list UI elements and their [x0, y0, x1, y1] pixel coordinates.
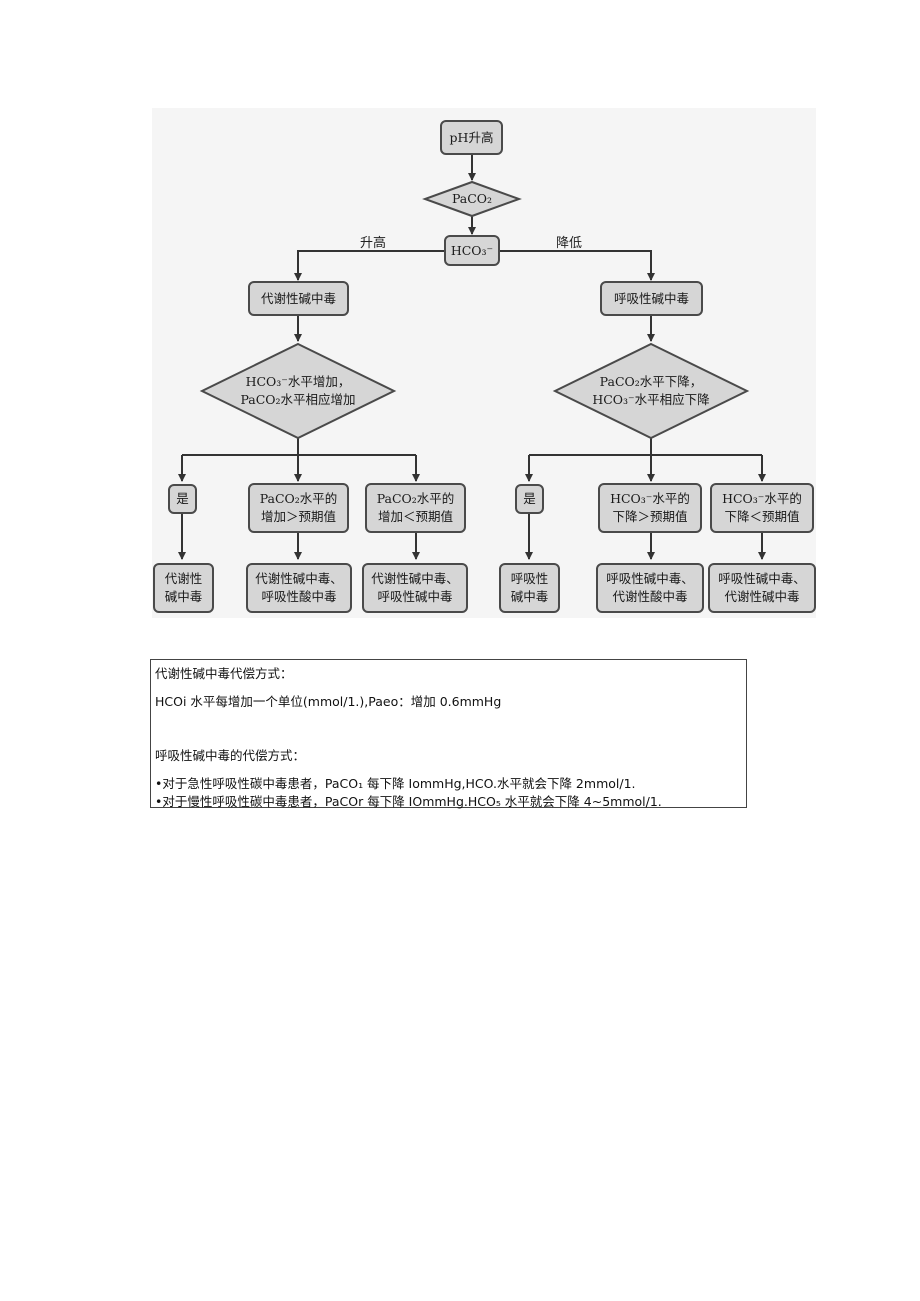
left-greater-node: PaCO₂水平的 增加＞预期值	[248, 483, 349, 533]
flowchart: pH升高 PaCO₂ HCO₃⁻ 升高 降低 代谢性碱中毒 呼吸性碱中毒 HCO…	[152, 108, 816, 618]
left-less-node: PaCO₂水平的 增加＜预期值	[365, 483, 466, 533]
notes-metabolic-rule: HCOi 水平每增加一个单位(mmol/1.),Paeo：增加 0.6mmHg	[155, 694, 502, 709]
branch-label-right: 降低	[556, 236, 583, 251]
left-type-node: 代谢性碱中毒	[248, 281, 349, 316]
left-yes-node: 是	[168, 484, 197, 514]
compensation-notes-box: 代谢性碱中毒代偿方式： HCOi 水平每增加一个单位(mmol/1.),Paeo…	[150, 659, 747, 809]
notes-respiratory-acute: •对于急性呼吸性碳中毒患者，PaCO₁ 每下降 IommHg,HCO.水平就会下…	[155, 776, 636, 791]
left-yes-result: 代谢性 碱中毒	[153, 563, 214, 613]
right-greater-node: HCO₃⁻水平的 下降＞预期值	[598, 483, 702, 533]
start-ph-node: pH升高	[440, 120, 503, 155]
right-less-node: HCO₃⁻水平的 下降＜预期值	[710, 483, 814, 533]
notes-respiratory-heading: 呼吸性碱中毒的代偿方式：	[155, 748, 306, 763]
arrow-to-left-type	[294, 250, 444, 281]
right-condition-label: PaCO₂水平下降， HCO₃⁻水平相应下降	[592, 374, 710, 407]
notes-respiratory-chronic: •对于慢性呼吸性碳中毒患者，PaCOr 每下降 IOmmHg.HCO₅ 水平就会…	[155, 794, 662, 809]
decision-right-condition-shape	[552, 342, 750, 440]
left-less-result: 代谢性碱中毒、 呼吸性碱中毒	[362, 563, 468, 613]
decision-paco2-shape	[422, 180, 522, 218]
right-yes-result: 呼吸性 碱中毒	[499, 563, 560, 613]
notes-metabolic-heading: 代谢性碱中毒代偿方式：	[155, 666, 293, 681]
flowchart-connectors	[178, 155, 766, 560]
arrow-to-right-type	[500, 250, 655, 281]
right-type-node: 呼吸性碱中毒	[600, 281, 703, 316]
decision-paco2-label: PaCO₂	[451, 191, 493, 206]
branch-label-left: 升高	[360, 236, 387, 251]
decision-hco3-node: HCO₃⁻	[444, 235, 500, 266]
left-condition-label: HCO₃⁻水平增加， PaCO₂水平相应增加	[240, 374, 356, 407]
left-greater-result: 代谢性碱中毒、 呼吸性酸中毒	[246, 563, 352, 613]
right-yes-node: 是	[515, 484, 544, 514]
right-less-result: 呼吸性碱中毒、 代谢性碱中毒	[708, 563, 816, 613]
decision-left-condition-shape	[199, 342, 397, 440]
right-greater-result: 呼吸性碱中毒、 代谢性酸中毒	[596, 563, 704, 613]
